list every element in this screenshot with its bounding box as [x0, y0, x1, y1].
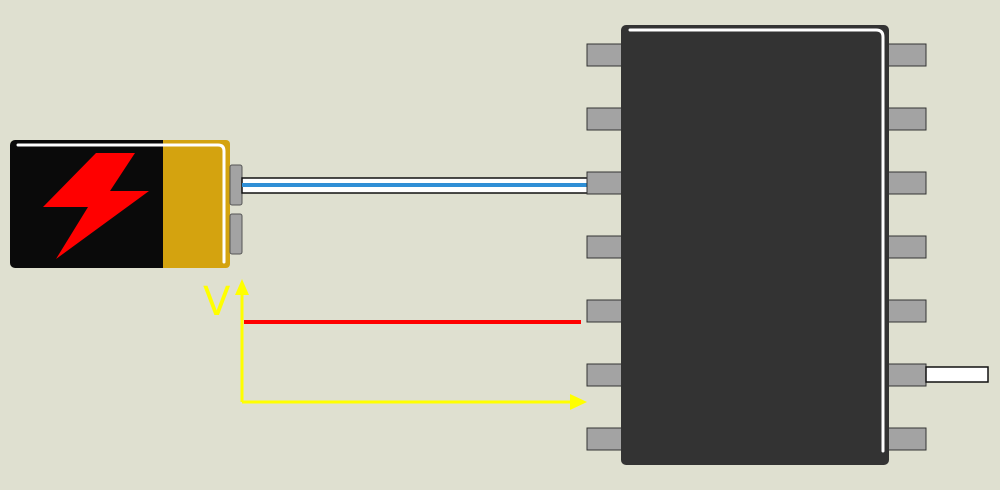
battery-terminal-negative [229, 213, 243, 255]
right-pins [885, 43, 927, 451]
pin-left-4 [586, 235, 624, 259]
ic-chip-icon [586, 25, 989, 465]
pin-right-7 [885, 427, 927, 451]
v-axis [235, 279, 587, 410]
y-axis-arrow [235, 279, 249, 295]
battery-highlight [16, 143, 226, 264]
pin-right-1 [885, 43, 927, 67]
pin-right-5 [885, 299, 927, 323]
output-lead [925, 366, 989, 383]
pin-left-3 [586, 171, 624, 195]
pin-right-2 [885, 107, 927, 131]
battery-terminal-positive [229, 164, 243, 206]
pin-left-6 [586, 363, 624, 387]
battery-icon [10, 140, 243, 268]
pin-left-2 [586, 107, 624, 131]
pin-right-3 [885, 171, 927, 195]
pin-right-6 [885, 363, 927, 387]
pin-left-7 [586, 427, 624, 451]
wire-battery-to-chip [241, 177, 589, 194]
chip-body [621, 25, 889, 465]
lightning-bolt-icon [43, 153, 149, 259]
pin-left-1 [586, 43, 624, 67]
pin-left-5 [586, 299, 624, 323]
axis-label-v: V [203, 279, 231, 325]
left-pins [586, 43, 624, 451]
battery-cap [165, 140, 230, 268]
x-axis-arrow [570, 394, 587, 410]
chip-highlight [628, 28, 885, 453]
pin-right-4 [885, 235, 927, 259]
